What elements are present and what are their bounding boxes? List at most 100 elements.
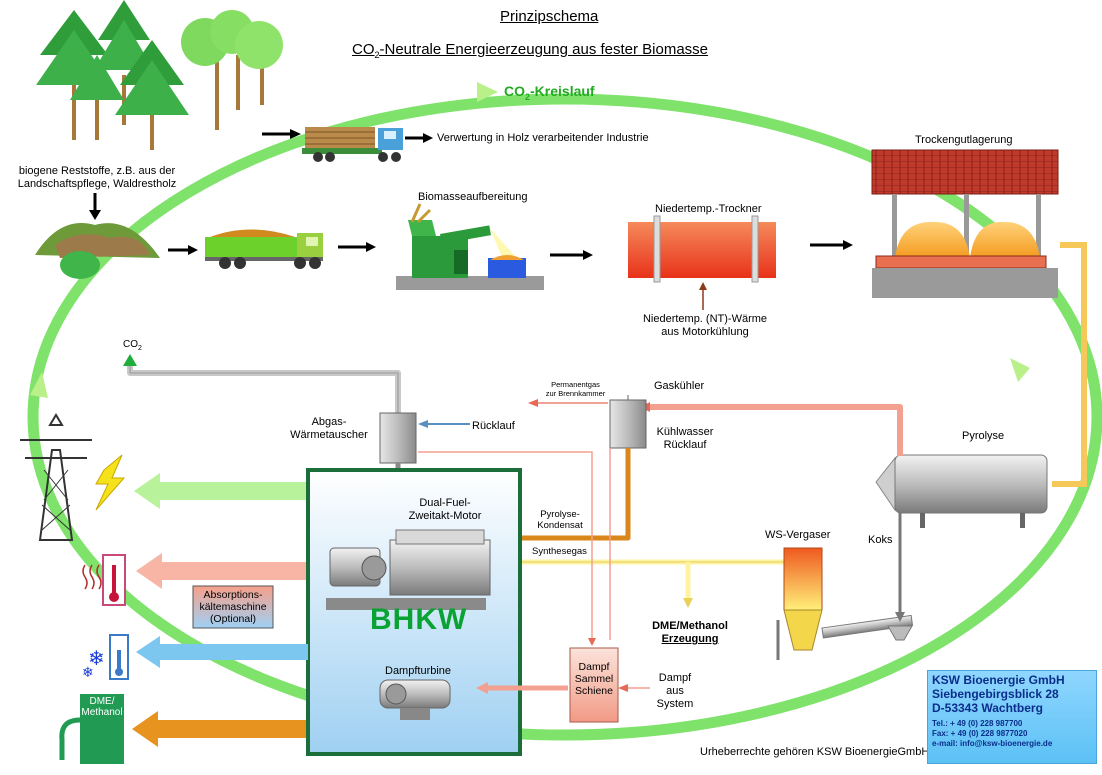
dme-pump-line-2: Methanol [81, 707, 123, 718]
company-info-box: KSW Bioenergie GmbH Siebengebirgsblick 2… [927, 670, 1097, 764]
dme-pump-label: DME/ Methanol [78, 696, 126, 718]
engine-line-2: Zweitakt-Motor [408, 510, 482, 522]
pyrolysis-drum-icon [875, 454, 1048, 620]
bhkw-label: BHKW [370, 603, 468, 636]
flow-arrow-icon [418, 420, 428, 428]
coke-label: Koks [868, 534, 893, 546]
residues-line-2: Landschaftspflege, Waldrestholz [17, 178, 177, 190]
exhaust-pipe [127, 365, 401, 415]
dme-output-arrow [132, 711, 306, 747]
gas-cooler-label: Gaskühler [654, 380, 705, 392]
arrow-right-icon [810, 240, 853, 250]
dry-feed-pipe [1052, 242, 1087, 487]
copyright-label: Urheberrechte gehören KSW BioenergieGmbH [700, 746, 930, 758]
pyrolysis-label: Pyrolyse [962, 430, 1005, 442]
arrow-right-icon [338, 242, 376, 252]
dme-prod-line-1: DME/Methanol [652, 620, 728, 632]
gas-cooler-icon [609, 395, 647, 449]
exhaust-pipe-outline [129, 365, 399, 415]
steam-line [418, 451, 593, 640]
flow-arrow-icon [588, 638, 596, 646]
absorption-line-3: (Optional) [209, 613, 257, 625]
steam-bus-line-1: Dampf [578, 661, 610, 673]
cycle-arrow-top-icon [477, 82, 498, 102]
chip-truck-icon [205, 229, 323, 269]
pyro-condensate-label: Pyrolyse- Kondensat [530, 509, 590, 531]
company-city: D-53343 Wachtberg [932, 701, 1043, 715]
forest-icon [36, 0, 283, 150]
biomass-preparation-icon [396, 203, 544, 290]
co2-arrow-icon [123, 354, 137, 366]
co2-cycle-label: CO2-Kreislauf [504, 83, 595, 104]
permanent-gas-label: Permanentgas zur Brennkammer [538, 380, 613, 398]
co2-text: CO [123, 339, 138, 350]
dry-storage-label: Trockengutlagerung [915, 134, 1013, 146]
absorption-line-2: kältemaschine [199, 601, 267, 613]
coolant-return-label: Kühlwasser Rücklauf [650, 426, 720, 452]
arrow-down-icon [89, 193, 101, 220]
subtitle-suffix: -Neutrale Energieerzeugung aus fester Bi… [379, 41, 709, 58]
snowflake-icon: ❄ [88, 646, 105, 670]
flow-arrow-icon [528, 399, 538, 407]
electricity-output-arrow [134, 473, 306, 509]
steam-bus-box [569, 647, 619, 723]
exhaust-hx-line-1: Abgas- [311, 416, 347, 428]
subtitle-prefix: CO [352, 41, 375, 58]
company-email[interactable]: e-mail: info@ksw-bioenergie.de [932, 739, 1053, 748]
steam-from-line-3: System [656, 698, 694, 710]
cycle-prefix: CO [504, 83, 525, 99]
exhaust-hx-label: Abgas- Wärmetauscher [284, 416, 374, 442]
cycle-arrow-right-icon [1010, 358, 1030, 382]
company-street: Siebengebirgsblick 28 [932, 687, 1059, 701]
steam-turbine-icon [379, 679, 451, 720]
cycle-sub: 2 [525, 91, 531, 102]
absorption-chiller-label: Absorptions- kältemaschine (Optional) [193, 589, 273, 625]
engine-label: Dual-Fuel- Zweitakt-Motor [400, 497, 490, 523]
heat-arrow-up-icon [699, 282, 707, 310]
nt-heat-label: Niedertemp. (NT)-Wärme aus Motorkühlung [625, 313, 785, 339]
cold-thermometer-icon: ❄ ❄ [82, 634, 129, 681]
pyro-condensate-line-1: Pyrolyse- [540, 509, 580, 520]
condensate-pipe [510, 448, 631, 541]
gasifier-icon [776, 547, 914, 660]
cycle-arrow-left-icon [30, 372, 48, 398]
coolant-line-2: Rücklauf [663, 439, 707, 451]
co2-cycle-ring [27, 82, 1102, 741]
return-flow-label: Rücklauf [472, 420, 515, 432]
pyrolysis-gas-pipe [648, 404, 903, 456]
engine-icon [326, 529, 491, 610]
absorption-chiller-box [192, 585, 274, 629]
steam-from-line-1: Dampf [658, 672, 692, 684]
flow-arrow-icon [683, 598, 693, 608]
cycle-suffix: -Kreislauf [530, 83, 595, 99]
dme-pump-icon [59, 694, 124, 764]
co2-sub: 2 [138, 345, 142, 352]
wood-industry-label: Verwertung in Holz verarbeitender Indust… [437, 132, 649, 144]
coolant-line-1: Kühlwasser [656, 426, 714, 438]
biomass-pile-icon [35, 223, 160, 279]
log-truck-icon [262, 127, 433, 162]
flow-arrow-icon [618, 684, 628, 692]
diagram-subtitle: CO2-Neutrale Energieerzeugung aus fester… [352, 41, 709, 62]
dme-prod-line-2: Erzeugung [661, 633, 719, 645]
heat-thermometer-icon [82, 554, 126, 606]
nt-heat-line-1: Niedertemp. (NT)-Wärme [642, 313, 768, 325]
flow-arrow-icon [895, 612, 905, 622]
arrow-right-icon [168, 245, 198, 255]
arrow-right-icon [550, 250, 593, 260]
permanent-gas-line-1: Permanentgas [551, 380, 600, 389]
engine-line-1: Dual-Fuel- [419, 497, 471, 509]
biomass-prep-label: Biomasseaufbereitung [418, 191, 528, 203]
exhaust-hx-line-2: Wärmetauscher [290, 429, 368, 441]
absorption-line-1: Absorptions- [203, 589, 263, 601]
permanent-gas-line-2: zur Brennkammer [545, 389, 606, 398]
power-pylon-icon [20, 413, 92, 541]
co2-label: CO2 [123, 338, 142, 355]
steam-from-line-2: aus [666, 685, 684, 697]
pyro-condensate-line-2: Kondensat [537, 520, 583, 531]
flow-arrow-icon [476, 682, 488, 694]
steam-bus-line-3: Schiene [575, 685, 613, 697]
dry-storage-icon [871, 149, 1059, 298]
